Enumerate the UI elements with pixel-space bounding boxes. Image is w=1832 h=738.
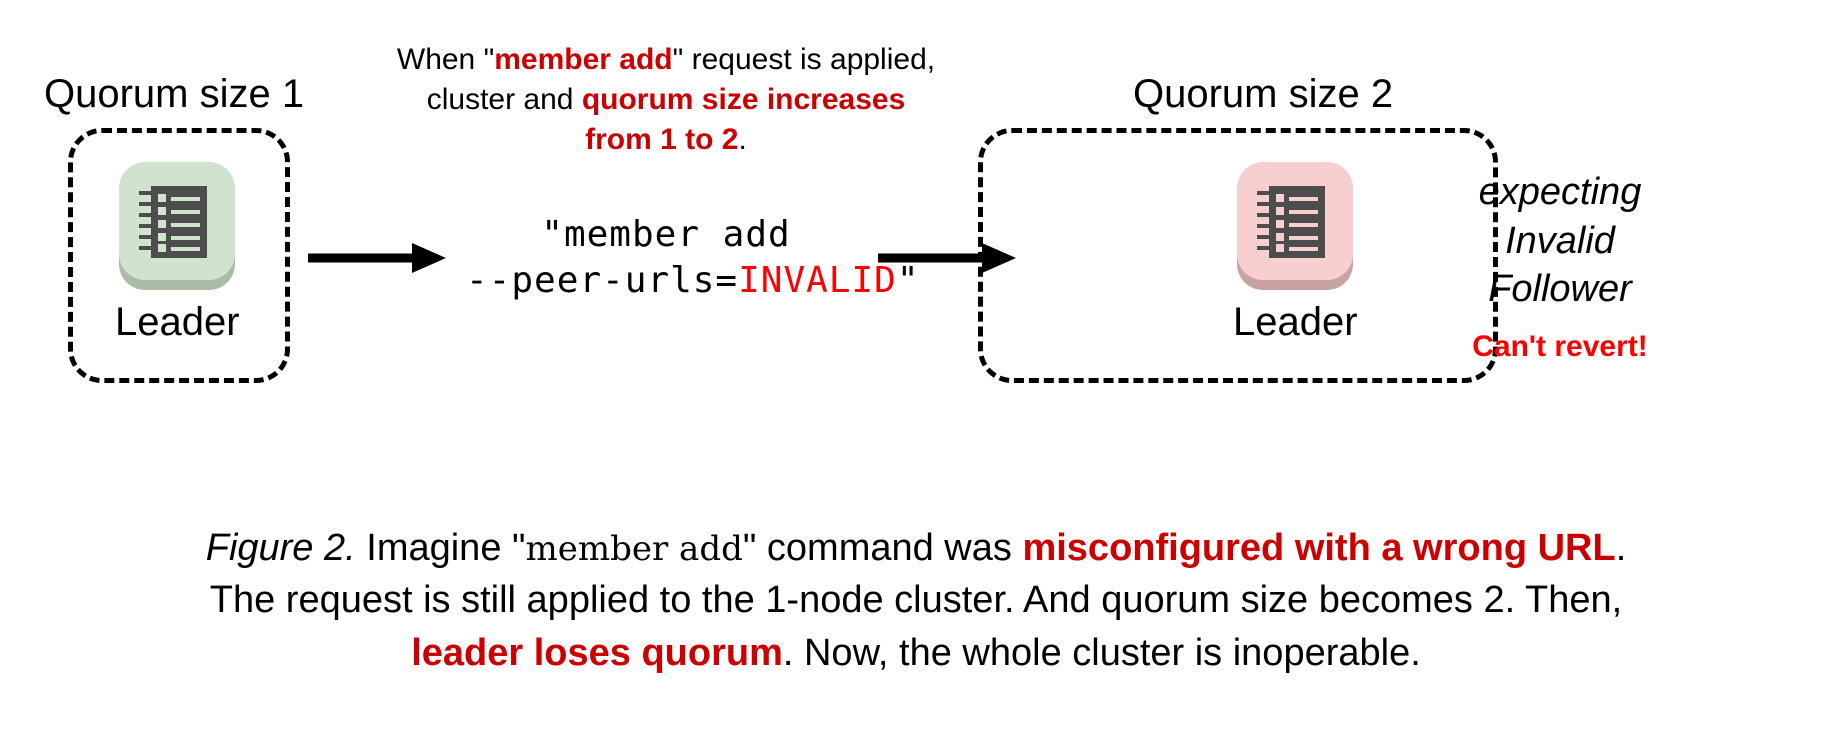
status-line-2: Invalid [1505,219,1615,262]
note-l1-post: " request is applied, [672,43,936,76]
right-cluster-group-label: Quorum size 2 [1133,72,1394,116]
command-invalid-value: INVALID [738,260,897,302]
command-flag: --peer-urls= [466,260,739,302]
right-node-label: Leader [1233,300,1358,344]
note-l1-pre: When " [396,43,495,76]
right-node-tile [1233,160,1357,290]
right-arrow-icon [308,243,446,273]
top-annotation-line-2: cluster and quorum size increases [366,80,966,120]
command-text: "member add --peer-urls=INVALID" [466,212,919,304]
caption-line-2: The request is still applied to the 1-no… [209,579,1623,622]
server-rack-icon [139,186,208,258]
top-annotation-line-1: When "member add" request is applied, [366,40,966,80]
status-line-3: Follower [1488,268,1632,311]
right-leader-node[interactable]: Leader [1233,160,1358,342]
left-cluster-box [68,128,290,383]
cannot-revert-warning: Can't revert! [1472,329,1648,363]
caption-line-3: leader loses quorum. Now, the whole clus… [0,627,1832,679]
note-l1-red: member add [494,43,673,76]
note-l3-post: . [738,122,747,156]
caption-figure-number: Figure 2. [205,527,356,569]
command-line-2: --peer-urls=INVALID" [466,258,919,304]
follower-status-block: expecting Invalid Follower Can't revert! [1430,168,1690,364]
server-rack-icon [1257,186,1326,258]
caption-l1-a: Imagine " [355,527,526,569]
caption-l1-command: member add [525,529,743,569]
left-node-label: Leader [115,300,240,344]
note-l2-pre: cluster and [426,82,582,116]
caption-l1-c: . [1615,527,1627,569]
note-l2-red: quorum size increases [581,82,906,116]
command-close-quote: " [896,260,920,302]
top-annotation-line-3: from 1 to 2. [366,120,966,160]
left-leader-node[interactable]: Leader [115,160,240,342]
caption-l3-post: . Now, the whole cluster is inoperable. [782,631,1421,674]
left-node-tile [115,160,239,290]
note-l3-red: from 1 to 2 [585,122,739,156]
caption-line-1: Figure 2. Imagine "member add" command w… [0,522,1832,574]
left-cluster-group-label: Quorum size 1 [44,72,305,116]
caption-l3-red: leader loses quorum [411,631,783,674]
top-annotation: When "member add" request is applied, cl… [366,40,966,160]
caption-l1-b: " command was [742,527,1023,569]
caption-l1-red: misconfigured with a wrong URL [1022,527,1616,569]
status-line-1: expecting [1478,171,1642,213]
command-line-1: "member add [541,214,791,255]
right-arrow-icon [878,243,1016,273]
figure-caption: Figure 2. Imagine "member add" command w… [0,522,1832,679]
right-cluster-box [978,128,1498,383]
